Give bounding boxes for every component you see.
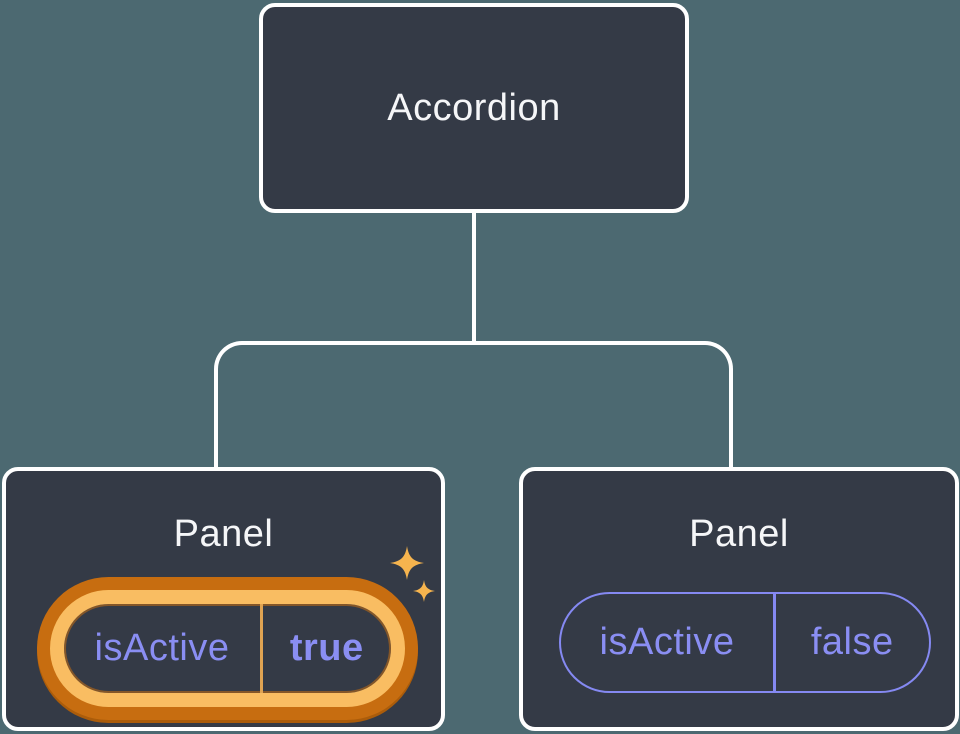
accordion-node-label: Accordion [387, 86, 561, 129]
connector-stem-line [472, 211, 476, 344]
state-name-label: isActive [599, 621, 735, 663]
state-value-label: true [289, 627, 364, 669]
accordion-node: Accordion [259, 3, 689, 213]
sparkles-icon [390, 546, 435, 602]
pill-divider [773, 594, 776, 691]
panel-node-inactive: Panel isActive false [519, 467, 959, 731]
connector-bracket-line [214, 341, 733, 468]
state-pill-active: isActive true [50, 590, 405, 707]
state-pill-inactive: isActive false [559, 592, 931, 693]
panel-node-active: Panel isActive true [2, 467, 445, 731]
panel-node-label: Panel [173, 513, 274, 555]
panel-node-label: Panel [689, 513, 789, 555]
state-value-label: false [810, 621, 894, 663]
state-name-label: isActive [94, 627, 230, 669]
pill-divider [260, 604, 263, 693]
